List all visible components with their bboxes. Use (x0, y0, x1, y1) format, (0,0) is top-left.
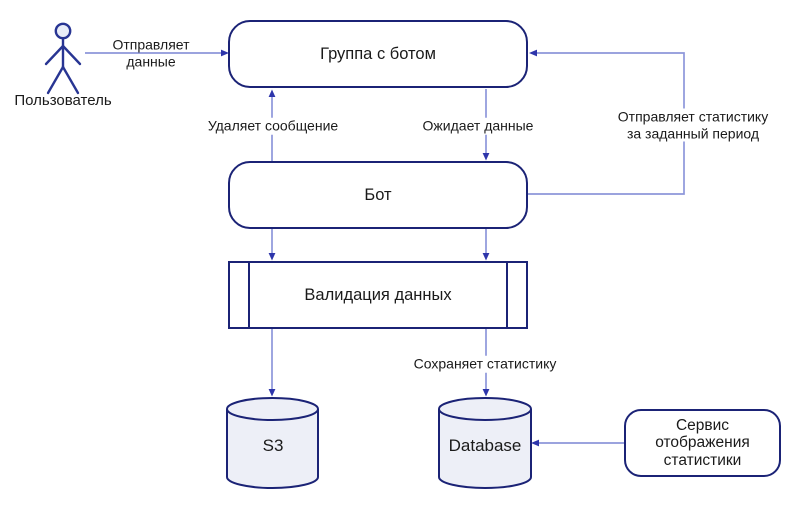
service-to-database-arrow (531, 439, 624, 447)
edge-label-send-data: Отправляет данные (112, 36, 189, 69)
node-bot: Бот (228, 161, 528, 229)
node-label: Валидация данных (304, 285, 452, 304)
node-label-line: Сервис (675, 416, 730, 434)
node-label: Сервис отображения статистики (655, 417, 750, 470)
edge-label-line: Отправляет статистику (617, 108, 769, 125)
validation-inner-line-left (248, 263, 250, 327)
bot-to-validation-arrow-right (482, 229, 490, 261)
node-label-line: статистики (663, 451, 742, 469)
actor-label: Пользователь (14, 92, 112, 110)
user-actor-icon (44, 22, 82, 95)
edge-label-save-stats: Сохраняет статистику (410, 355, 560, 373)
edge-label-send-stats: Отправляет статистику за заданный период (614, 108, 772, 142)
node-label: Бот (364, 185, 392, 204)
validation-inner-line-right (506, 263, 508, 327)
node-label-line: отображения (655, 434, 750, 452)
node-data-validation: Валидация данных (228, 261, 528, 329)
node-label: Группа с ботом (320, 44, 436, 63)
edge-label-line: Отправляет (112, 36, 190, 53)
database-cylinder-shape (438, 397, 532, 489)
edge-label-line: данные (126, 53, 176, 69)
database-cylinder-label: Database (448, 435, 522, 455)
s3-cylinder-label: S3 (262, 435, 284, 455)
edge-label-line: за заданный период (626, 125, 760, 141)
send-data-arrow (85, 49, 229, 57)
node-group-with-bot: Группа с ботом (228, 20, 528, 88)
validation-to-s3-arrow (268, 329, 276, 397)
edge-label-delete-message: Удаляет сообщение (204, 117, 342, 135)
s3-cylinder-shape (226, 397, 319, 489)
bot-to-validation-arrow-left (268, 229, 276, 261)
node-stats-display-service: Сервис отображения статистики (624, 409, 781, 477)
edge-label-wait-data: Ожидает данные (419, 117, 537, 135)
